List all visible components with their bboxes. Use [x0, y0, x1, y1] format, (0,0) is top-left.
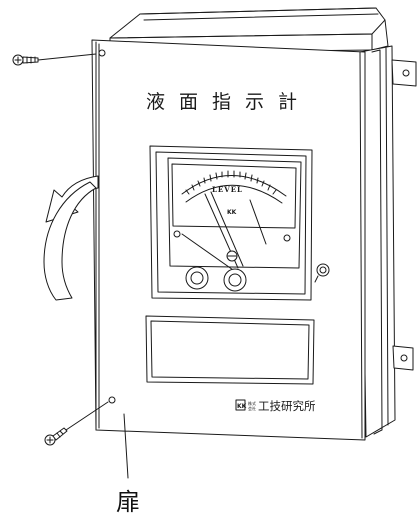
maker-small-top: 株式 [248, 400, 256, 406]
meter-scale-ticks [185, 170, 277, 195]
meter-screw-left [173, 230, 181, 238]
meter-scale-label: LEVEL [212, 185, 243, 194]
door-open-arrow [43, 175, 99, 301]
maker-small-bottom: 会社 [248, 405, 256, 411]
screw-top [12, 53, 97, 66]
side-knob [314, 263, 330, 283]
screw-bottom [44, 401, 109, 446]
meter-needle-left [181, 233, 237, 273]
door-screw-hole-bottom [108, 396, 116, 404]
meter-logo: KK [227, 209, 237, 216]
door-leader-line [123, 413, 129, 479]
panel-title: 液面指示計 [146, 91, 311, 113]
meter-screw-right [283, 234, 291, 242]
maker-logo: KK [237, 403, 247, 410]
name-plate [145, 315, 315, 385]
mounting-bracket-top [391, 59, 417, 87]
door-label: 扉 [116, 488, 140, 516]
level-meter: LEVEL KK [149, 145, 313, 301]
meter-knob-left [185, 266, 209, 290]
door-screw-hole-top [98, 49, 106, 57]
maker-name: 工技研究所 [258, 399, 316, 413]
enclosure-side [359, 45, 396, 438]
mounting-bracket-bottom [392, 345, 414, 371]
maker-mark: KK 株式 会社 工技研究所 [235, 399, 316, 413]
meter-knob-right [223, 268, 247, 292]
